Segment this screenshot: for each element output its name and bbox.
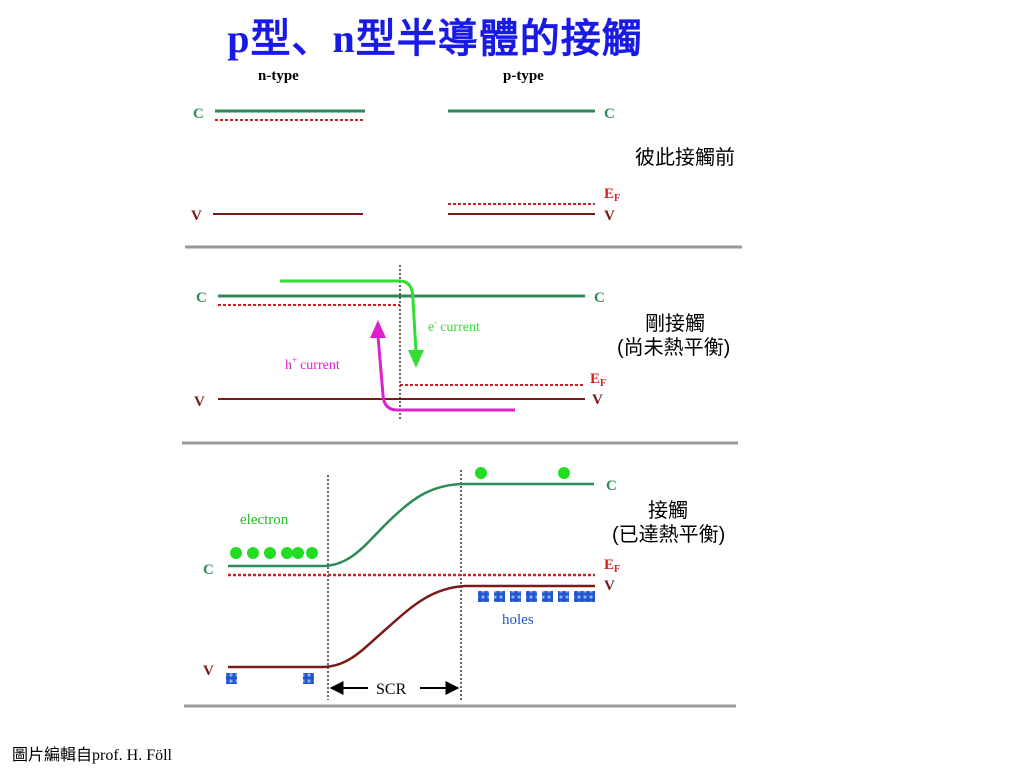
- label-ef: EF: [604, 186, 620, 204]
- electron-dot: [558, 467, 570, 479]
- hole-square: [584, 591, 595, 602]
- ef-letter: E: [604, 186, 614, 202]
- hole-square: [478, 591, 489, 602]
- label-c-right: C: [606, 478, 617, 494]
- label-v-right: V: [604, 208, 615, 224]
- panel-equilibrium: SCR electron holes C C V V EF 接觸 (已達熱平衡): [203, 467, 725, 700]
- caption-just-contact-2: (尚未熱平衡): [617, 336, 730, 359]
- electron-dot: [264, 547, 276, 559]
- e-current-sup: -: [434, 317, 437, 327]
- hole-square: [303, 673, 314, 684]
- holes-label: holes: [502, 612, 534, 628]
- e-current-text: current: [440, 320, 480, 335]
- label-v-left: V: [203, 663, 214, 679]
- electron-dot: [281, 547, 293, 559]
- hole-square: [558, 591, 569, 602]
- label-ef: EF: [604, 557, 620, 575]
- label-ef: EF: [590, 371, 606, 389]
- ef-letter: E: [590, 371, 600, 387]
- label-v-left: V: [194, 394, 205, 410]
- caption-before-contact: 彼此接觸前: [635, 146, 735, 169]
- scr-label: SCR: [376, 681, 407, 698]
- panel-before-contact: C C V V EF 彼此接觸前: [191, 106, 735, 224]
- electron-dot: [292, 547, 304, 559]
- h-current-sup: +: [292, 355, 297, 365]
- h-current-h: h: [285, 358, 292, 373]
- label-c-left: C: [203, 562, 214, 578]
- h-current-arrowhead: [370, 320, 386, 338]
- hole-square: [510, 591, 521, 602]
- electron-dot: [475, 467, 487, 479]
- e-current-arrowhead: [408, 350, 424, 368]
- label-c-right: C: [604, 106, 615, 122]
- h-current-label: h+current: [285, 355, 340, 373]
- electron-label: electron: [240, 512, 289, 528]
- label-v-right: V: [592, 392, 603, 408]
- hole-square: [542, 591, 553, 602]
- caption-equilibrium-2: (已達熱平衡): [612, 523, 725, 546]
- label-c-right: C: [594, 290, 605, 306]
- electron-dot: [306, 547, 318, 559]
- ef-subscript: F: [600, 378, 606, 389]
- caption-equilibrium-1: 接觸: [648, 499, 688, 522]
- panel-just-contact: e-current h+current C C V V EF 剛接觸 (尚未熱平…: [194, 265, 730, 420]
- label-v-left: V: [191, 208, 202, 224]
- hole-square: [494, 591, 505, 602]
- e-current-arrow: [280, 279, 418, 353]
- n-type-label: n-type: [258, 68, 299, 84]
- ef-letter: E: [604, 557, 614, 573]
- page-title: p型、n型半導體的接觸: [227, 16, 643, 61]
- label-v-right: V: [604, 578, 615, 594]
- hole-square: [526, 591, 537, 602]
- h-current-text: current: [300, 358, 340, 373]
- caption-just-contact-1: 剛接觸: [645, 312, 705, 335]
- image-credit: 圖片編輯自prof. H. Föll: [12, 747, 173, 764]
- valence-band: [228, 584, 595, 669]
- e-current-e: e: [428, 320, 434, 335]
- electron-dot: [230, 547, 242, 559]
- e-current-label: e-current: [428, 317, 480, 335]
- ef-subscript: F: [614, 193, 620, 204]
- label-c-left: C: [193, 106, 204, 122]
- label-c-left: C: [196, 290, 207, 306]
- h-current-arrow: [376, 335, 515, 412]
- ef-subscript: F: [614, 564, 620, 575]
- electron-dot: [247, 547, 259, 559]
- p-type-label: p-type: [503, 68, 544, 84]
- hole-square: [226, 673, 237, 684]
- conduction-band: [228, 482, 594, 568]
- hole-square: [574, 591, 585, 602]
